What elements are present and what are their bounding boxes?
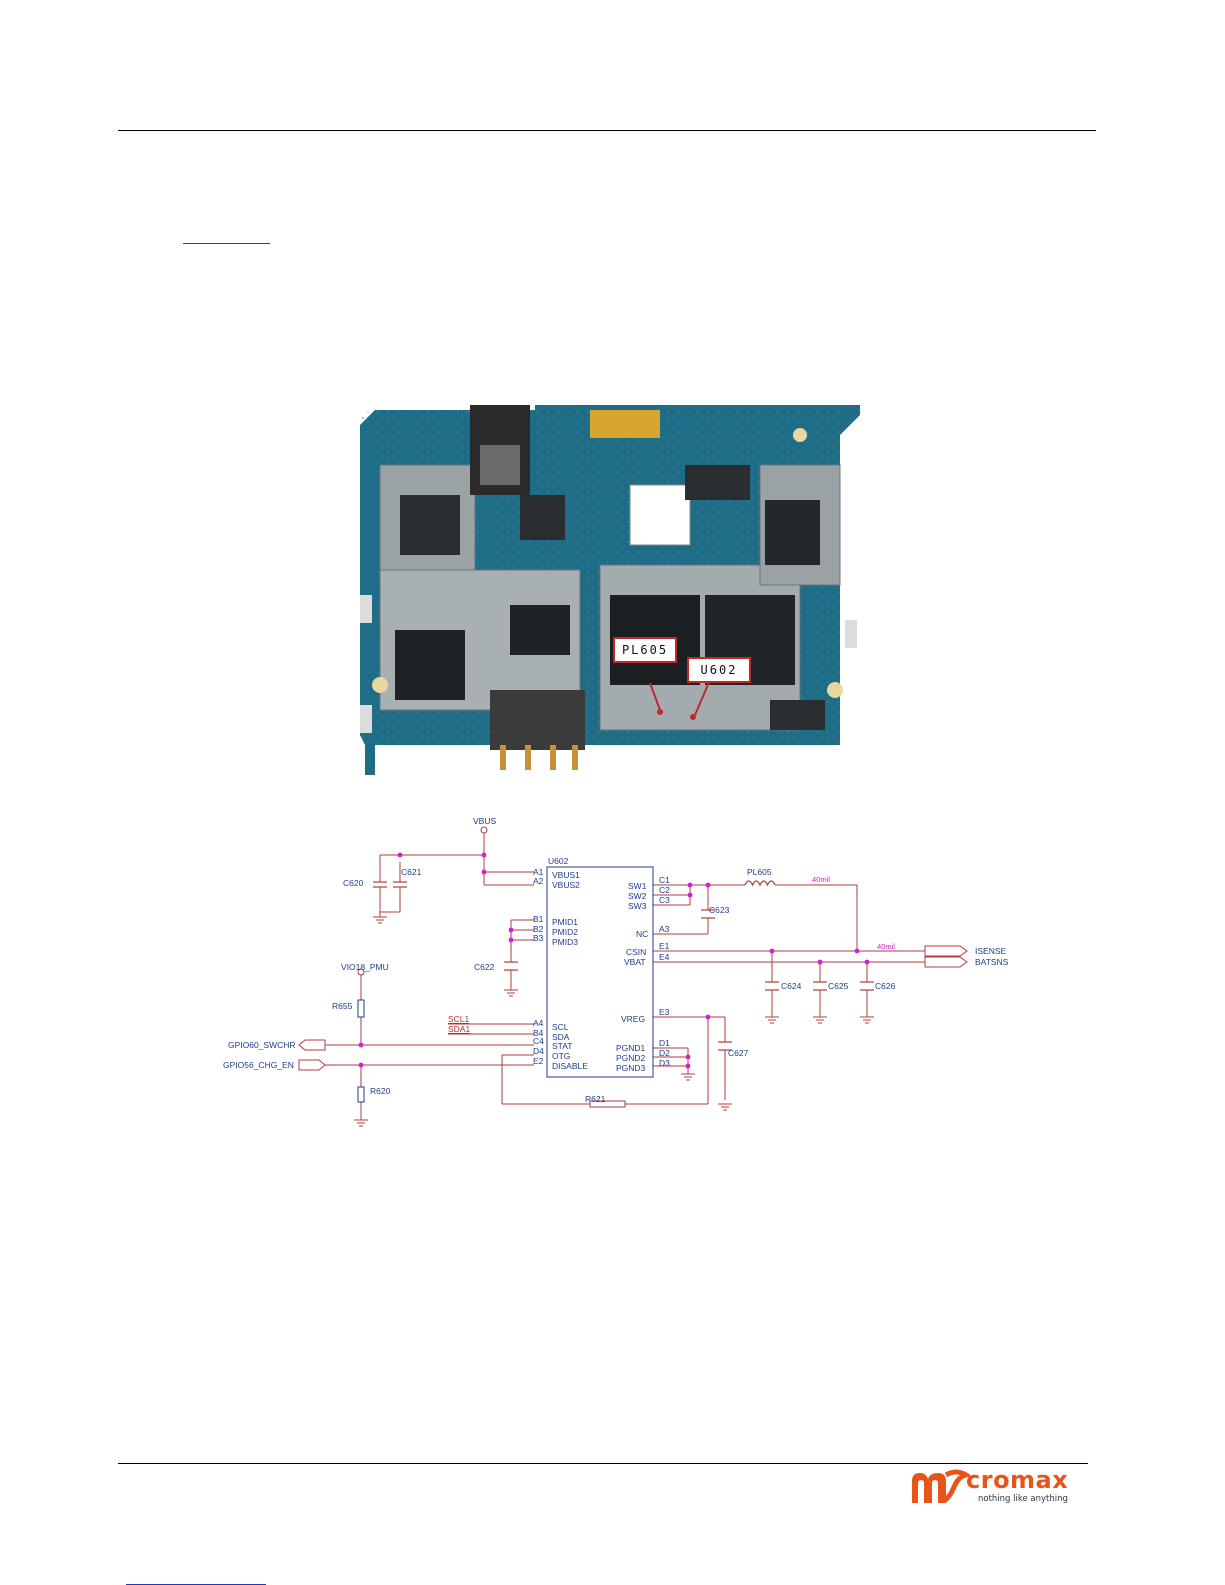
net-gpio60-label: GPIO60_SWCHR xyxy=(228,1040,296,1050)
pin-b2-name: PMID2 xyxy=(552,927,578,937)
cap-c626-label: C626 xyxy=(875,981,896,991)
brand-wordmark: cromax xyxy=(966,1466,1069,1494)
pin-e4-name: VBAT xyxy=(624,957,646,967)
net-gpio56-label: GPIO56_CHG_EN xyxy=(223,1060,294,1070)
pin-b2-num: B2 xyxy=(533,924,544,934)
trace-width-2: 40mil xyxy=(877,942,895,951)
pin-e3-num: E3 xyxy=(659,1007,670,1017)
net-isense-label: ISENSE xyxy=(975,946,1007,956)
pin-a1-name: VBUS1 xyxy=(552,870,580,880)
pin-a3-name: NC xyxy=(636,929,648,939)
pin-e1-name: CSIN xyxy=(626,947,646,957)
pin-e2-num: E2 xyxy=(533,1056,544,1066)
pin-c1-num: C1 xyxy=(659,875,670,885)
pin-e3-name: VREG xyxy=(621,1014,645,1024)
cap-c622-label: C622 xyxy=(474,962,495,972)
cap-c620-label: C620 xyxy=(343,878,364,888)
cap-c623-label: C623 xyxy=(709,905,730,915)
pin-d2-name: PGND2 xyxy=(616,1053,646,1063)
charger-schematic: VBUS U602 C620 C621 C622 C623 C624 C625 … xyxy=(223,816,1009,1127)
pin-b3-num: B3 xyxy=(533,933,544,943)
res-r620-label: R620 xyxy=(370,1086,391,1096)
pin-e1-num: E1 xyxy=(659,941,670,951)
pin-b1-num: B1 xyxy=(533,914,544,924)
inductor-pl605-label: PL605 xyxy=(747,867,772,877)
brand-tagline: nothing like anything xyxy=(978,1494,1068,1504)
pin-a2-num: A2 xyxy=(533,876,544,886)
pcb-board-photo xyxy=(360,405,860,775)
cap-c627-label: C627 xyxy=(728,1048,749,1058)
pin-b3-name: PMID3 xyxy=(552,937,578,947)
pin-e2-name: DISABLE xyxy=(552,1061,588,1071)
pin-a1-num: A1 xyxy=(533,867,544,877)
net-vio18-label: VIO18_PMU xyxy=(341,962,389,972)
cap-c621-label: C621 xyxy=(401,867,422,877)
pin-d4-name: OTG xyxy=(552,1051,570,1061)
pin-b1-name: PMID1 xyxy=(552,917,578,927)
board-label-pl605: PL605 xyxy=(613,637,677,663)
pin-d4-num: D4 xyxy=(533,1046,544,1056)
header-rule xyxy=(118,130,1096,131)
pin-c2-num: C2 xyxy=(659,885,670,895)
net-sda1-label: SDA1 xyxy=(448,1024,470,1034)
board-label-u602: U602 xyxy=(687,657,751,683)
chip-name-label: U602 xyxy=(548,856,569,866)
pin-c3-num: C3 xyxy=(659,895,670,905)
pin-b4-num: B4 xyxy=(533,1028,544,1038)
pin-a4-name: SCL xyxy=(552,1022,569,1032)
trace-width-1: 40mil xyxy=(812,875,830,884)
pin-d2-num: D2 xyxy=(659,1048,670,1058)
cap-c625-label: C625 xyxy=(828,981,849,991)
cap-c624-label: C624 xyxy=(781,981,802,991)
net-scl1-label: SCL1 xyxy=(448,1014,470,1024)
pin-a4-num: A4 xyxy=(533,1018,544,1028)
brand-logo-mark xyxy=(912,1469,970,1504)
pin-c4-num: C4 xyxy=(533,1036,544,1046)
pin-d3-num: D3 xyxy=(659,1058,670,1068)
res-r655-label: R655 xyxy=(332,1001,353,1011)
pin-d3-name: PGND3 xyxy=(616,1063,646,1073)
pin-a2-name: VBUS2 xyxy=(552,880,580,890)
pin-c1-name: SW1 xyxy=(628,881,647,891)
section-link-underline[interactable] xyxy=(183,243,270,244)
pin-c3-name: SW3 xyxy=(628,901,647,911)
pin-d1-num: D1 xyxy=(659,1038,670,1048)
pin-c2-name: SW2 xyxy=(628,891,647,901)
res-r621-label: R621 xyxy=(585,1094,606,1104)
net-vbus-label: VBUS xyxy=(473,816,496,826)
pin-c4-name: STAT xyxy=(552,1041,572,1051)
pin-e4-num: E4 xyxy=(659,952,670,962)
pin-d1-name: PGND1 xyxy=(616,1043,646,1053)
net-batsns-label: BATSNS xyxy=(975,957,1009,967)
footer-rule xyxy=(118,1463,1088,1464)
pin-a3-num: A3 xyxy=(659,924,670,934)
pin-b4-name: SDA xyxy=(552,1032,570,1042)
